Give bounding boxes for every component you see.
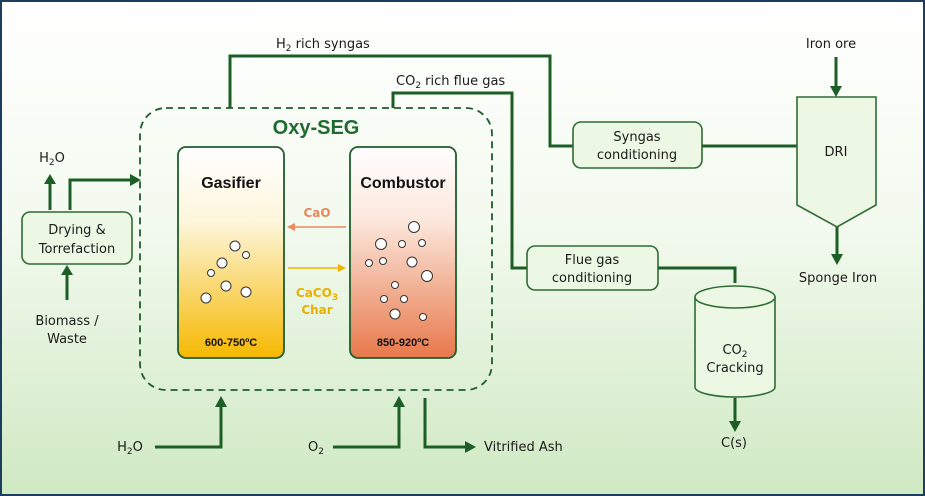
co2-cracking-cylinder-top	[694, 285, 776, 309]
h2-syngas-label: H2 rich syngas	[276, 37, 370, 54]
particle	[365, 259, 373, 267]
carbon-arrowhead	[729, 421, 741, 432]
combustor-particles	[365, 221, 433, 321]
biomass-label-line2: Waste	[47, 332, 87, 347]
particle	[229, 240, 241, 252]
drying-torrefaction-unit	[21, 211, 133, 265]
vitrified-ash-label: Vitrified Ash	[484, 440, 563, 455]
gasifier-label: Gasifier	[201, 175, 261, 192]
iron-ore-arrowhead	[830, 86, 842, 97]
flue-to-cracking-line	[658, 266, 737, 283]
dri-furnace	[796, 96, 877, 228]
sponge-iron-label: Sponge Iron	[799, 271, 877, 286]
sponge-iron-arrowhead	[831, 254, 843, 265]
particle	[406, 256, 418, 268]
oxy-seg-boundary	[139, 107, 493, 391]
combustor-temp: 850-920ºC	[377, 337, 429, 349]
gasifier-particles	[200, 240, 252, 304]
cao-label: CaO	[303, 206, 330, 220]
co2-flue-label: CO2 rich flue gas	[396, 74, 505, 91]
biomass-arrowhead	[61, 265, 73, 275]
flue-gas-line	[391, 91, 527, 270]
cao-arrowhead	[287, 223, 295, 231]
drying-to-oxyseg-line	[68, 178, 132, 210]
particle	[391, 281, 399, 289]
particle	[419, 313, 427, 321]
gasifier-reactor	[177, 146, 285, 359]
particle	[421, 270, 433, 282]
particle	[379, 257, 387, 265]
particle	[398, 240, 406, 248]
particle	[207, 269, 215, 277]
dri-label: DRI	[825, 145, 848, 160]
ash-line	[423, 398, 466, 449]
o2-line	[333, 405, 401, 449]
particle	[242, 251, 250, 259]
h2o-bottom-line	[155, 405, 223, 449]
gasifier-temp: 600-750ºC	[205, 337, 257, 349]
particle	[389, 308, 401, 320]
oxy-seg-title: Oxy-SEG	[273, 117, 360, 139]
flue-label-line2: conditioning	[552, 271, 632, 286]
o2-label: O2	[308, 440, 324, 457]
h2o-bottom-arrowhead	[215, 396, 227, 407]
syngas-label-line1: Syngas	[613, 130, 660, 145]
caco3-label: CaCO3	[296, 286, 338, 303]
co2-cracking-cylinder-body	[694, 297, 776, 398]
drying-label-line2: Torrefaction	[38, 242, 115, 257]
o2-arrowhead	[393, 396, 405, 407]
particle	[408, 221, 420, 233]
iron-ore-label: Iron ore	[806, 37, 856, 52]
particle	[400, 295, 408, 303]
particle	[418, 239, 426, 247]
char-label: Char	[301, 303, 332, 317]
syngas-label-line2: conditioning	[597, 148, 677, 163]
drying-label-line1: Drying &	[48, 223, 105, 238]
ash-arrowhead	[465, 441, 476, 453]
particle	[375, 238, 387, 250]
cracking-label-line2: Cracking	[706, 361, 763, 376]
syngas-line	[228, 54, 573, 148]
particle	[216, 257, 228, 269]
biomass-label-line1: Biomass /	[35, 314, 99, 329]
drying-to-oxyseg-arrowhead	[130, 174, 141, 186]
cracking-label-line1: CO2	[722, 343, 747, 360]
h2o-top-arrowhead	[44, 174, 56, 184]
combustor-label: Combustor	[360, 175, 445, 192]
particle	[200, 292, 212, 304]
h2o-top-label: H2O	[39, 151, 65, 168]
carbon-label: C(s)	[721, 436, 747, 451]
particle	[220, 280, 232, 292]
particle	[240, 286, 252, 298]
particle	[380, 295, 388, 303]
h2o-bottom-label: H2O	[117, 440, 143, 457]
flue-label-line1: Flue gas	[565, 253, 620, 268]
caco3-arrowhead	[338, 264, 346, 272]
combustor-reactor	[349, 146, 457, 359]
